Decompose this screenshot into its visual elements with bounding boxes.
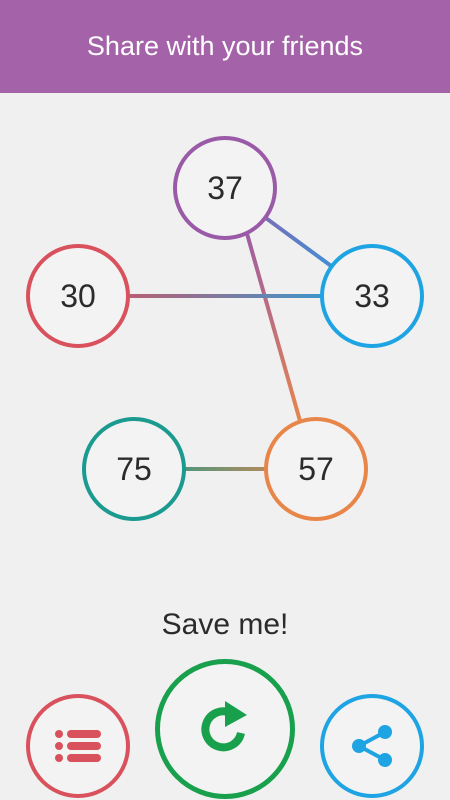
node-value: 75 <box>116 450 152 487</box>
edge-30-33 <box>78 294 372 298</box>
restart-button[interactable] <box>155 659 295 799</box>
list-icon <box>55 730 101 762</box>
number-node-75[interactable]: 75 <box>82 417 186 521</box>
game-board: 37 30 33 75 57 <box>0 93 450 800</box>
header-title: Share with your friends <box>86 31 364 61</box>
app-header: Share with your friends <box>0 0 450 93</box>
node-value: 33 <box>354 277 390 314</box>
node-value: 37 <box>207 169 243 206</box>
edge-37-57 <box>242 222 304 429</box>
status-text: Save me! <box>161 608 289 641</box>
number-node-33[interactable]: 33 <box>320 244 424 348</box>
number-node-30[interactable]: 30 <box>26 244 130 348</box>
node-value: 57 <box>298 450 334 487</box>
edge-75-57 <box>134 467 316 471</box>
number-node-37[interactable]: 37 <box>173 136 277 240</box>
share-button[interactable] <box>320 694 424 798</box>
menu-button[interactable] <box>26 694 130 798</box>
restart-icon <box>201 701 247 752</box>
share-icon <box>352 725 392 767</box>
number-node-57[interactable]: 57 <box>264 417 368 521</box>
node-value: 30 <box>60 277 96 314</box>
